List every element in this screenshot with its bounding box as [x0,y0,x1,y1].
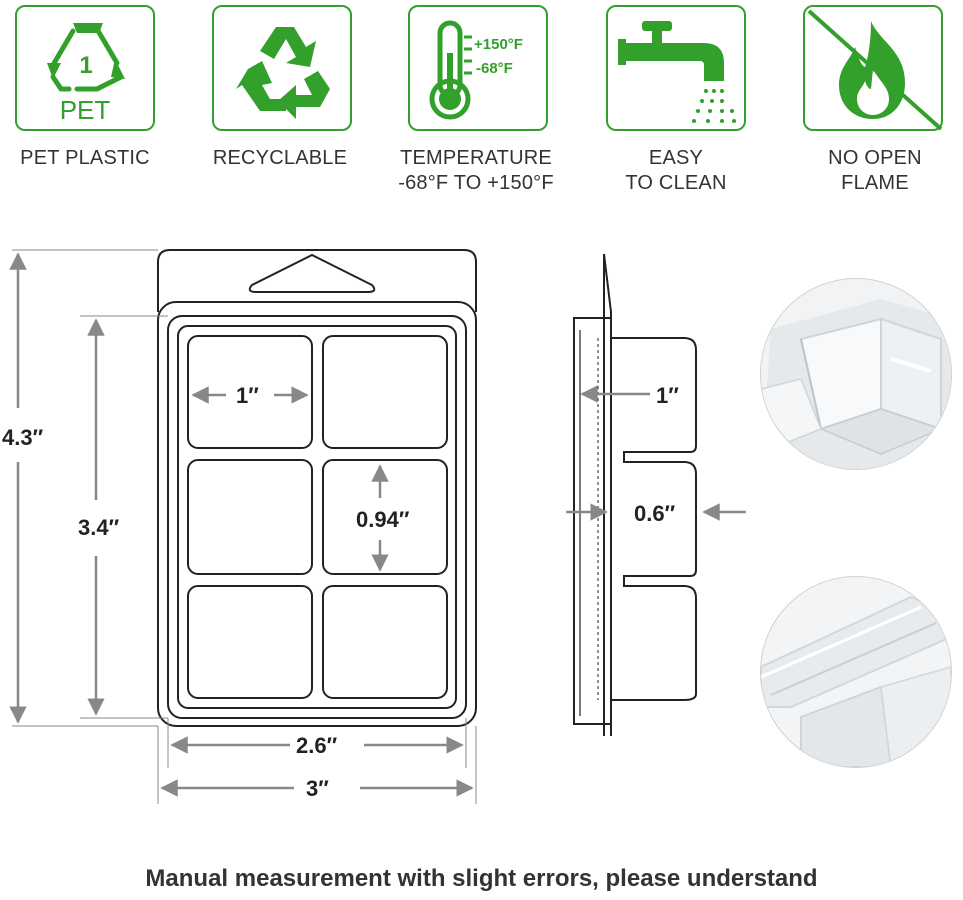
inner-tray-wall [177,325,457,709]
cavity-height-label: 0.94′′ [356,507,410,532]
closeup-top-photo [760,278,952,470]
feature-label-no-flame: NO OPEN FLAME [785,146,963,196]
hang-hole [248,253,376,293]
cavity-5 [187,585,313,699]
no-flame-card [803,5,943,131]
depth-label: 0.6′′ [634,501,676,526]
feature-label-easy-clean: EASY TO CLEAN [586,146,766,196]
feature-label-pet: PET PLASTIC [0,146,175,171]
pet-recycle-icon: 1 PET [47,23,125,125]
no-flame-icon [807,9,943,131]
side-flange-label: 1′′ [656,383,679,408]
recycle-icon [236,27,330,119]
easy-clean-card [606,5,746,131]
feature-label-line: PET PLASTIC [20,147,150,169]
measurement-disclaimer: Manual measurement with slight errors, p… [145,865,818,892]
feature-label-line: -68°F TO +150°F [398,172,554,194]
temp-high-label: +150°F [474,36,523,53]
front-view [157,249,477,727]
clear-tray-edge-closeup-image [761,577,951,767]
inner-height-label: 3.4′′ [78,515,120,540]
feature-label-recyclable: RECYCLABLE [190,146,370,171]
side-view [573,253,697,736]
cavity-1 [187,335,313,449]
side-dimension-lines [566,385,746,521]
cavity-width-label: 1′′ [236,383,259,408]
side-profile [573,317,697,725]
cavity-2 [322,335,448,449]
feature-label-temperature: TEMPERATURE -68°F TO +150°F [386,146,566,196]
dimension-lines [9,249,477,804]
cavity-4 [322,459,448,575]
pet-badge-text: PET [60,95,111,125]
inner-width-label: 2.6′′ [296,733,338,758]
cavity-6 [322,585,448,699]
feature-label-line: RECYCLABLE [212,147,348,169]
feature-label-line: FLAME [841,172,909,194]
thermometer-icon: +150°F -68°F [429,20,523,120]
total-height-label: 4.3′′ [2,425,44,450]
feature-label-line: EASY [648,147,704,169]
feature-label-line: TEMPERATURE [400,147,552,169]
cavity-3 [187,459,313,575]
clear-tray-closeup-image [761,279,951,469]
faucet-icon [618,21,736,123]
temperature-card: +150°F -68°F [408,5,548,131]
inner-tray [167,315,467,719]
feature-label-line: NO OPEN [828,147,922,169]
recyclable-card [212,5,352,131]
temp-low-label: -68°F [476,60,513,77]
pet-badge-number: 1 [79,52,92,79]
pet-plastic-card: 1 PET [15,5,155,131]
feature-label-line: TO CLEAN [625,172,727,194]
outer-flange [157,301,477,727]
total-width-label: 3′′ [306,776,329,801]
closeup-bottom-photo [760,576,952,768]
hang-tab-outline [157,249,477,312]
